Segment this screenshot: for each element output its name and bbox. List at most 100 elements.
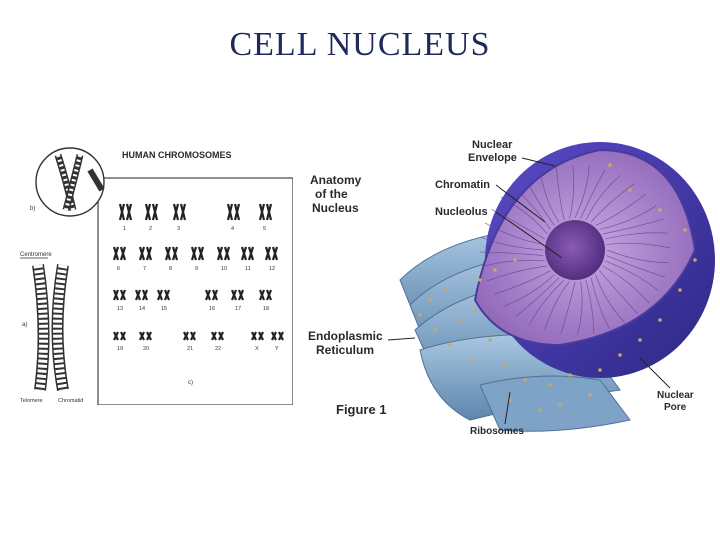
- chromosome-pair: 17: [230, 289, 245, 312]
- chromatin-thread: [599, 270, 639, 314]
- chromosome-pair: 2: [144, 203, 159, 232]
- chromatin-thread: [493, 270, 551, 295]
- chromosome-pair: X: [251, 331, 264, 352]
- chromosome-number: 21: [187, 346, 193, 352]
- chromosome-pair: 19: [113, 331, 126, 352]
- chromatin-thread: [511, 185, 551, 230]
- chromosome-pair: 12: [264, 246, 279, 272]
- label-nucleolus: Nucleolus: [435, 206, 488, 218]
- anatomy-heading-3: Nucleus: [312, 201, 359, 215]
- ribosome-dot: [628, 188, 632, 192]
- chromatin-thread: [480, 236, 544, 251]
- ribosome-dot: [678, 288, 682, 292]
- label-er-2: Reticulum: [316, 343, 374, 357]
- chromosome-pair: 1: [118, 203, 133, 232]
- chromatin-thread: [576, 281, 583, 336]
- label-a: a): [22, 322, 27, 328]
- chromosome-pair: 6: [112, 246, 127, 272]
- chromosome-number: 14: [139, 306, 145, 312]
- ribosome-dot: [658, 318, 662, 322]
- chromatin-threads: [480, 164, 671, 336]
- chromosome-pair: 16: [204, 289, 219, 312]
- chromosome-number: 12: [269, 266, 275, 272]
- ribosome-dot: [638, 338, 642, 342]
- chromatin-thread: [606, 242, 671, 249]
- label-ribosomes: Ribosomes: [470, 426, 524, 437]
- ribosome-dot: [558, 403, 562, 407]
- chromatin-thread: [529, 279, 565, 325]
- nucleus-figure: Anatomy of the Nucleus Nuclear Envelope …: [308, 139, 715, 437]
- chromosome-pair: 10: [216, 246, 231, 272]
- label-telomere: Telomere: [20, 398, 43, 404]
- chromatin-thread: [500, 196, 548, 235]
- chromatin-thread: [555, 166, 565, 221]
- ribosome-dot: [538, 408, 542, 412]
- chromatin-thread: [602, 218, 664, 235]
- chromosome-number: 20: [143, 346, 149, 352]
- chromosome-number: 22: [215, 346, 221, 352]
- chromosome-number: 10: [221, 266, 227, 272]
- ribosome-dot: [488, 338, 492, 342]
- chromatin-thread: [525, 177, 555, 226]
- ribosome-dot: [658, 208, 662, 212]
- ribosome-dot: [503, 363, 507, 367]
- label-centromere: Centromere: [20, 252, 52, 258]
- chromosome-pair: 13: [112, 289, 127, 312]
- chromosome-number: X: [255, 346, 259, 352]
- chromosome-pair: 9: [190, 246, 205, 272]
- chromatin-thread: [580, 169, 606, 219]
- label-nuclear-envelope-1: Nuclear: [472, 139, 513, 151]
- chromatin-thread: [574, 165, 590, 219]
- ribosome-dot: [443, 288, 447, 292]
- chromosome-number: 2: [149, 226, 152, 232]
- chromosome-number: 5: [263, 226, 266, 232]
- ribosome-dot: [618, 353, 622, 357]
- chromatin-thread: [595, 193, 647, 226]
- chromosome-number: 7: [143, 266, 146, 272]
- chromosome-number: 11: [245, 266, 251, 272]
- chromosome-number: 1: [123, 226, 126, 232]
- chromosome-pair: 22: [211, 331, 224, 352]
- label-nuclear-envelope-2: Envelope: [468, 152, 517, 164]
- chromosome-pair: 8: [164, 246, 179, 272]
- ribosome-dot: [523, 378, 527, 382]
- chromosome-number: 9: [195, 266, 198, 272]
- condensed-chromosome-icon: [54, 153, 105, 211]
- chromosome-pair: 3: [172, 203, 187, 232]
- nucleolus: [545, 220, 605, 280]
- chromatin-thread: [539, 170, 560, 223]
- ribosome-dot: [548, 383, 552, 387]
- ribosome-dot: [693, 258, 697, 262]
- slide-title: CELL NUCLEUS: [229, 26, 491, 63]
- label-er-1: Endoplasmic: [308, 329, 383, 343]
- chromatin-thread: [544, 281, 570, 331]
- ribosome-dot: [588, 393, 592, 397]
- chromosome-pair: 18: [258, 289, 273, 312]
- label-nuclear-pore-1: Nuclear: [657, 390, 694, 401]
- chromosome-pair: 15: [156, 289, 171, 312]
- chromatin-thread: [481, 259, 545, 268]
- chromosome-number: 4: [231, 226, 234, 232]
- chromatin-thread: [585, 279, 595, 334]
- chromosome-number: Y: [275, 346, 279, 352]
- chromosome-number: 17: [235, 306, 241, 312]
- ribosome-dots: [418, 163, 697, 412]
- ribosome-dot: [513, 258, 517, 262]
- chromosome-pair: 7: [138, 246, 153, 272]
- chromatin-thread: [569, 164, 574, 219]
- chromatin-thread: [585, 175, 621, 221]
- chromosome-number: 8: [169, 266, 172, 272]
- chromosome-pair: 11: [240, 246, 255, 272]
- ribosome-dot: [458, 318, 462, 322]
- label-c: c): [188, 380, 193, 386]
- chromosome-number: 3: [177, 226, 180, 232]
- label-nuclear-pore-2: Pore: [664, 402, 687, 413]
- chromosome-pair: 5: [258, 203, 273, 232]
- anatomy-heading-1: Anatomy: [310, 173, 362, 187]
- chromatin-thread: [486, 265, 548, 282]
- label-chromatid: Chromatid: [58, 398, 83, 404]
- chromosome-number: 19: [117, 346, 123, 352]
- figure-caption: Figure 1: [336, 402, 387, 417]
- chromosome-pair: 20: [139, 331, 152, 352]
